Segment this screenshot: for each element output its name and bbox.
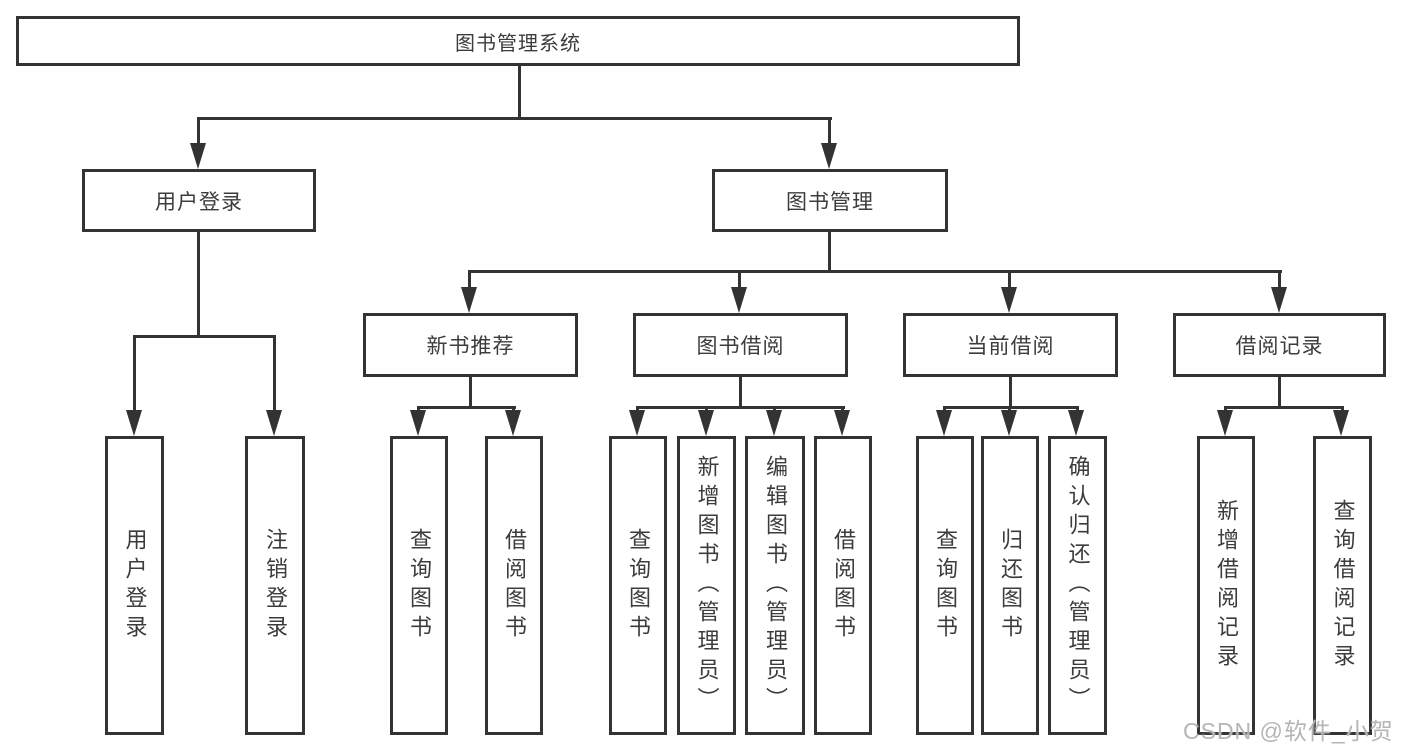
arrow-down-icon [936,410,952,436]
node-new-book-recommend: 新书推荐 [363,313,578,377]
leaf-query-books-recommend: 查询图书 [390,436,448,735]
leaf-return-books-label: 归还图书 [998,527,1023,644]
node-user-login-label: 用户登录 [155,190,243,214]
node-book-mgmt-label: 图书管理 [786,190,874,214]
leaf-logout: 注销登录 [245,436,305,735]
leaf-borrow-books-recommend: 借阅图书 [485,436,543,735]
arrow-down-icon [698,410,714,436]
connector-line [1224,406,1344,409]
connector-line [197,232,200,338]
arrow-down-icon [731,287,747,313]
connector-line [273,335,276,413]
node-borrow-records: 借阅记录 [1173,313,1386,377]
arrow-down-icon [1271,287,1287,313]
connector-line [1008,270,1011,290]
arrow-down-icon [190,143,206,169]
leaf-borrow-books-recommend-label: 借阅图书 [502,527,527,644]
connector-line [469,377,472,409]
connector-line [133,335,276,338]
connector-line [943,406,1079,409]
leaf-user-login-label: 用户登录 [122,527,148,644]
arrow-down-icon [629,410,645,436]
arrow-down-icon [1217,410,1233,436]
arrow-down-icon [1001,410,1017,436]
node-new-book-recommend-label: 新书推荐 [426,335,515,358]
leaf-query-borrow-record-label: 查询借阅记录 [1330,498,1356,673]
leaf-query-books-borrow: 查询图书 [609,436,667,735]
connector-line [133,335,136,413]
leaf-add-books-admin: 新增图书（管理员） [677,436,736,735]
connector-line [739,377,742,409]
arrow-down-icon [266,410,282,436]
leaf-add-books-admin-label: 新增图书（管理员） [694,455,720,716]
arrow-down-icon [505,410,521,436]
connector-line [518,66,521,119]
node-book-borrow-label: 图书借阅 [696,335,785,358]
leaf-borrow-books-label: 借阅图书 [831,527,856,644]
connector-line [828,117,831,147]
leaf-confirm-return-admin-label: 确认归还（管理员） [1065,455,1091,716]
arrow-down-icon [461,287,477,313]
leaf-confirm-return-admin: 确认归还（管理员） [1048,436,1107,735]
leaf-borrow-books: 借阅图书 [814,436,872,735]
connector-line [197,117,200,147]
arrow-down-icon [1333,410,1349,436]
connector-line [738,270,741,290]
leaf-query-books-current: 查询图书 [916,436,974,735]
connector-line [1278,377,1281,409]
connector-line [828,232,831,273]
arrow-down-icon [834,410,850,436]
leaf-query-books-current-label: 查询图书 [933,527,958,644]
leaf-query-borrow-record: 查询借阅记录 [1313,436,1372,735]
leaf-return-books: 归还图书 [981,436,1039,735]
connector-line [1278,270,1281,290]
leaf-query-books-borrow-label: 查询图书 [626,527,651,644]
arrow-down-icon [126,410,142,436]
arrow-down-icon [410,410,426,436]
connector-line [468,270,471,290]
leaf-logout-label: 注销登录 [263,527,288,644]
node-current-borrow-label: 当前借阅 [966,335,1055,358]
node-current-borrow: 当前借阅 [903,313,1118,377]
connector-line [636,406,845,409]
leaf-add-borrow-record-label: 新增借阅记录 [1214,498,1239,673]
node-book-mgmt: 图书管理 [712,169,948,232]
connector-line [417,406,516,409]
leaf-user-login: 用户登录 [105,436,164,735]
leaf-edit-books-admin: 编辑图书（管理员） [745,436,805,735]
arrow-down-icon [1068,410,1084,436]
watermark-text: CSDN @软件_小贺同学 [1183,718,1394,744]
node-borrow-records-label: 借阅记录 [1235,335,1324,358]
node-book-borrow: 图书借阅 [633,313,848,377]
arrow-down-icon [766,410,782,436]
connector-line [197,117,832,120]
arrow-down-icon [821,143,837,169]
leaf-edit-books-admin-label: 编辑图书（管理员） [763,455,788,716]
connector-line [1009,377,1012,409]
connector-line [468,270,1282,273]
leaf-add-borrow-record: 新增借阅记录 [1197,436,1255,735]
arrow-down-icon [1001,287,1017,313]
node-user-login: 用户登录 [82,169,316,232]
node-root-label: 图书管理系统 [455,32,581,55]
leaf-query-books-recommend-label: 查询图书 [407,527,432,644]
node-root: 图书管理系统 [16,16,1020,66]
